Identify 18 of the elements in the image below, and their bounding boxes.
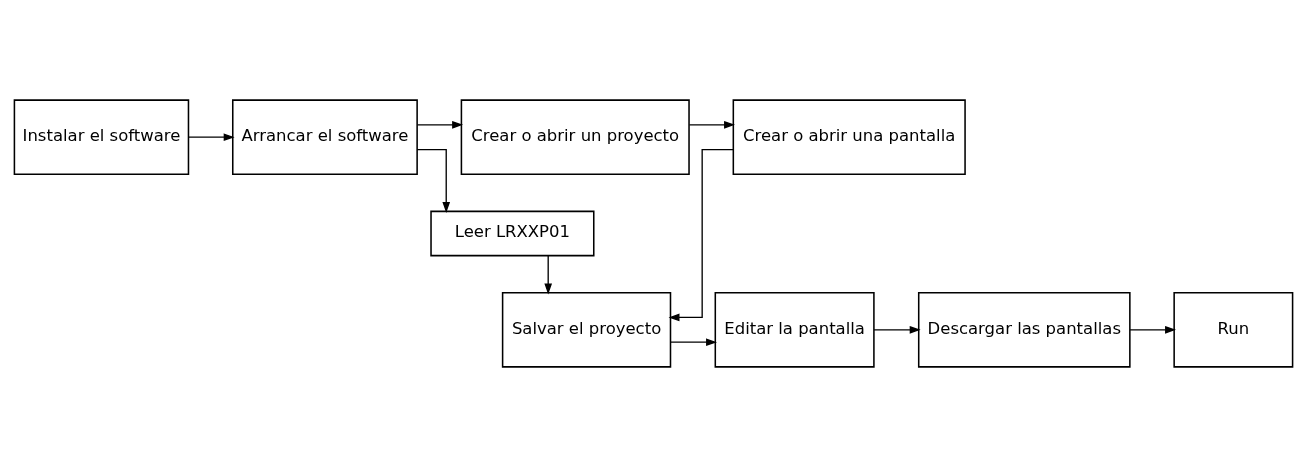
arrow [544, 254, 552, 295]
arrow [668, 148, 734, 321]
arrow [187, 132, 235, 141]
node-box: Arrancar el software [232, 98, 418, 175]
node-box: Crear o abrir una pantalla [732, 98, 966, 175]
node-box: Descargar las pantallas [917, 291, 1131, 368]
arrow [416, 148, 451, 213]
node-box: Salvar el proyecto [501, 291, 672, 368]
node-box: Leer LRXXP01 [430, 210, 595, 256]
node-box: Run [1173, 291, 1294, 368]
arrow [873, 325, 921, 334]
node-box: Instalar el software [13, 98, 190, 175]
node-box: Editar la pantalla [714, 291, 875, 368]
arrow [1129, 325, 1176, 334]
node-box: Crear o abrir un proyecto [460, 98, 690, 175]
arrow [688, 120, 735, 129]
arrow [669, 337, 718, 346]
arrow [416, 120, 464, 129]
